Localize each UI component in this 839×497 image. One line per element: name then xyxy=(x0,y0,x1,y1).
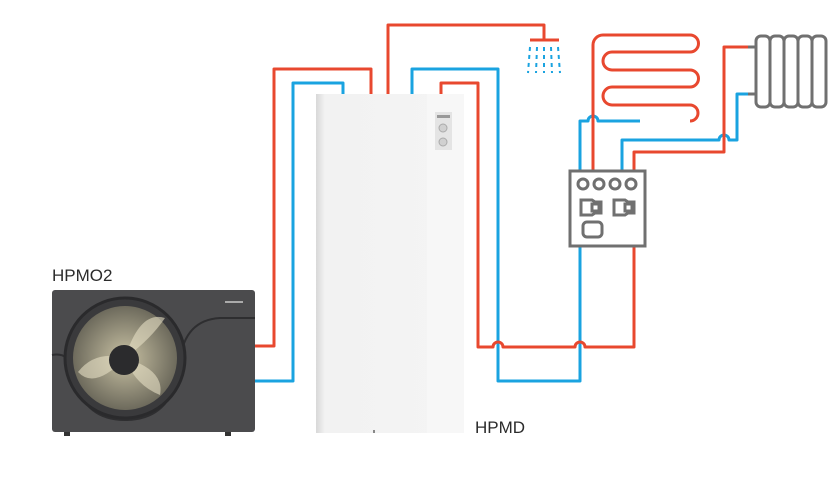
shower-icon xyxy=(527,38,561,74)
indoor-unit-hpmd xyxy=(316,94,464,433)
heating-flow-pipe xyxy=(439,81,636,349)
outdoor-unit-label: HPMO2 xyxy=(52,266,113,285)
outdoor-flow-pipe xyxy=(255,67,373,348)
radiator-flow-pipe xyxy=(632,45,748,171)
radiator-icon xyxy=(748,34,828,109)
shower-pipe xyxy=(386,23,546,96)
control-manifold-icon xyxy=(568,169,647,248)
outdoor-return-pipe xyxy=(255,81,345,383)
underfloor-heating-coil xyxy=(591,33,700,171)
indoor-unit-label: HPMD xyxy=(475,418,526,437)
underfloor-return-pipe xyxy=(578,114,640,171)
heating-return-pipe xyxy=(410,67,582,383)
outdoor-unit-hpmo2 xyxy=(51,290,255,436)
